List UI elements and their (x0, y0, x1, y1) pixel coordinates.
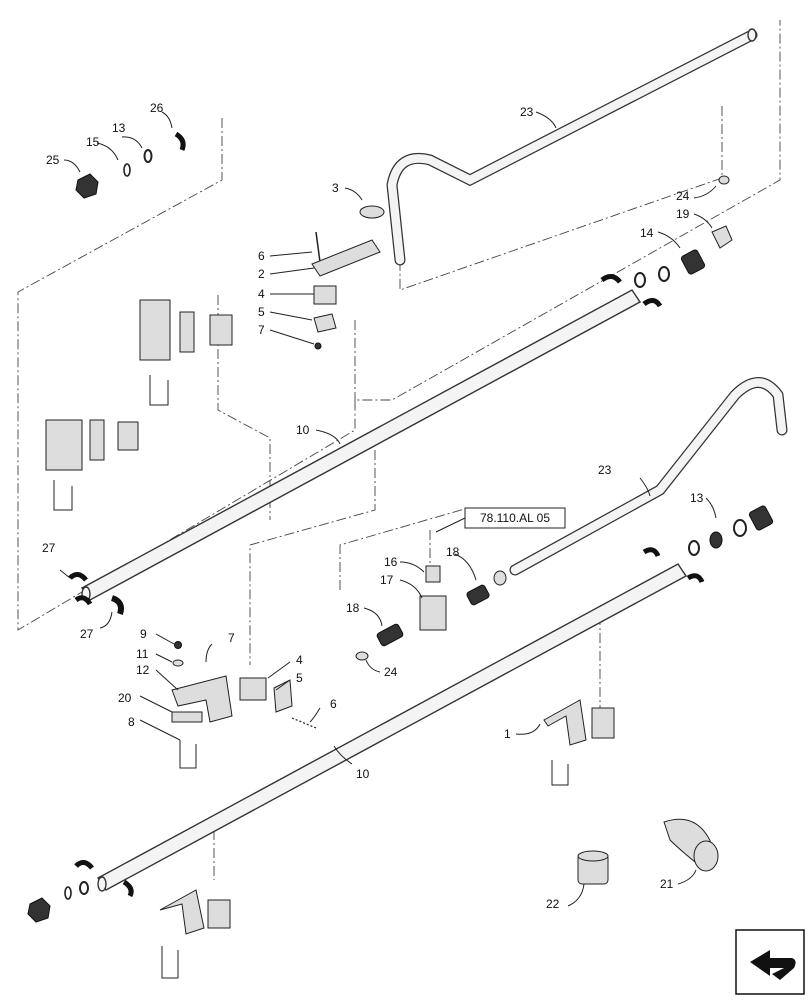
hose-lower (509, 377, 788, 576)
fittings-top-right (359, 175, 733, 308)
parts-21-22 (577, 818, 719, 885)
callout-6-lower: 6 (330, 697, 337, 711)
callout-18-left: 18 (346, 601, 360, 615)
tee-assembly (355, 565, 507, 661)
callout-12: 12 (136, 663, 150, 677)
callout-13-lower: 13 (690, 491, 704, 505)
callout-11: 11 (136, 647, 149, 661)
callout-23-lower: 23 (598, 463, 612, 477)
bracket-lower-left (171, 641, 317, 769)
leader-lines (59, 111, 717, 907)
callout-18-right: 18 (446, 545, 460, 559)
callout-4-upper: 4 (258, 287, 265, 301)
callout-15: 15 (86, 135, 100, 149)
callout-24-upper: 24 (676, 189, 690, 203)
callout-23-upper: 23 (520, 105, 534, 119)
callout-27-bottom: 27 (80, 627, 94, 641)
callout-8: 8 (128, 715, 135, 729)
callout-26: 26 (150, 101, 164, 115)
callout-numbers: 26 13 15 25 23 3 24 19 14 6 2 4 5 7 10 2… (42, 101, 704, 911)
callout-21: 21 (660, 877, 674, 891)
bracket-upper (311, 231, 381, 350)
callout-17: 17 (380, 573, 394, 587)
callout-1: 1 (504, 727, 511, 741)
callout-9: 9 (140, 627, 147, 641)
boom-tube-upper (80, 289, 642, 602)
fittings-top-left (75, 131, 186, 199)
callout-13: 13 (112, 121, 126, 135)
callout-3: 3 (332, 181, 339, 195)
callout-25: 25 (46, 153, 60, 167)
callout-10-upper: 10 (296, 423, 310, 437)
fittings-bottom-left (27, 860, 231, 979)
callout-14: 14 (640, 226, 654, 240)
clips-27 (68, 572, 124, 615)
callout-4-lower: 4 (296, 653, 303, 667)
reference-label[interactable]: 78.110.AL 05 (480, 511, 550, 525)
callout-7-upper: 7 (258, 323, 265, 337)
callout-6-upper: 6 (258, 249, 265, 263)
reference-callout[interactable]: 78.110.AL 05 (464, 507, 566, 529)
callout-2: 2 (258, 267, 265, 281)
callout-5-upper: 5 (258, 305, 265, 319)
callout-24-lower: 24 (384, 665, 398, 679)
callout-16: 16 (384, 555, 398, 569)
callout-7-lower: 7 (228, 631, 235, 645)
callout-10-lower: 10 (356, 767, 370, 781)
boom-tube-lower (96, 563, 688, 892)
callout-27-top: 27 (42, 541, 56, 555)
callout-5-lower: 5 (296, 671, 303, 685)
callout-19: 19 (676, 207, 690, 221)
arrow-navigation-icon[interactable] (735, 929, 805, 995)
mount-assemblies-left (45, 299, 233, 511)
callout-22: 22 (546, 897, 560, 911)
group-outlines (17, 20, 781, 880)
callout-20: 20 (118, 691, 132, 705)
hose-upper (386, 28, 758, 266)
fittings-lower-right (543, 505, 774, 786)
